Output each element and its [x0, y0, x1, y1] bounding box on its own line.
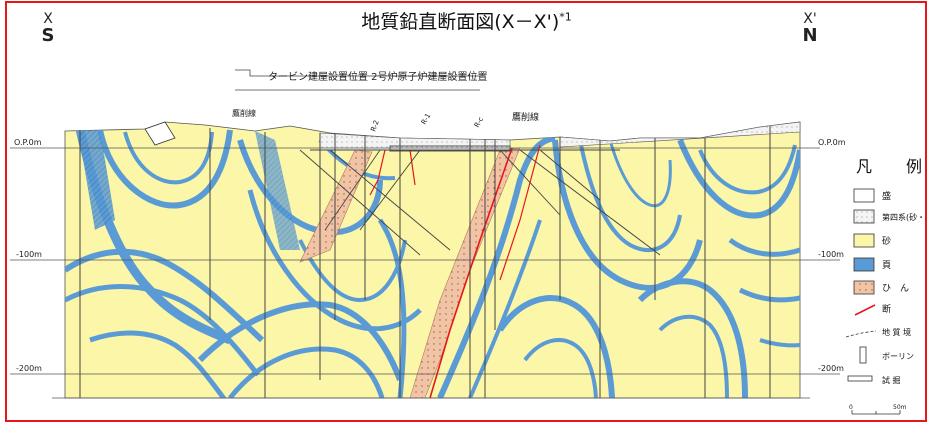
page-title: 地質鉛直断面図(X－X')*1: [361, 10, 572, 33]
boreholes: [79, 126, 771, 398]
legend-swatch-adit: [847, 375, 873, 382]
legend: 凡 例 盛 第四系(砂・ 砂 頁 ひ ん 断 地 質 境 ボーリン 試 掘 0 …: [845, 157, 925, 415]
legend-label-boring: ボーリン: [882, 352, 914, 361]
building-outline: [235, 69, 480, 91]
fault-label-left: 鷹削線: [232, 108, 256, 118]
legend-title-a: 凡: [856, 157, 872, 176]
legend-swatch-shale: [853, 257, 875, 272]
scale-label-50: 50m: [893, 404, 907, 411]
inclined-borings: [299, 145, 661, 256]
hatched-zones: [78, 130, 300, 250]
legend-swatch-boring: [859, 346, 867, 364]
legend-label-adit: 試 掘: [882, 375, 901, 385]
fracture-zones: [299, 147, 521, 398]
legend-swatch-fill: [853, 188, 875, 203]
borehole-label-r1: R-1: [420, 112, 433, 126]
borehole-label-r2: R-2: [369, 119, 380, 133]
borehole-label-rc: R-c: [473, 115, 485, 129]
legend-label-shale: 頁: [882, 260, 891, 271]
legend-label-sand: 砂: [882, 235, 891, 247]
compass-north-direction: N: [802, 25, 818, 46]
frame-border: [5, 1, 927, 422]
legend-swatch-quaternary: [853, 209, 875, 224]
fault-label-right: 鷹削線: [512, 111, 539, 123]
scale-bar: 0 50m: [849, 404, 907, 415]
elev-right-0: O.P.0m: [818, 138, 846, 147]
legend-swatch-fault: [854, 304, 876, 316]
elev-right-100: -100m: [818, 250, 844, 259]
compass-north-marker: X': [803, 11, 817, 27]
legend-swatch-sand: [853, 233, 875, 248]
compass-north: X' N: [790, 12, 830, 46]
legend-swatch-fracture: [853, 280, 875, 295]
legend-swatch-boundary: [845, 330, 877, 338]
legend-label-quaternary: 第四系(砂・: [882, 212, 925, 222]
compass-south-marker: X: [43, 11, 53, 27]
elevation-lines: [10, 147, 840, 399]
legend-label-boundary: 地 質 境: [882, 327, 911, 337]
legend-label-fill: 盛: [882, 190, 891, 202]
elevation-labels: O.P.0m -100m -200m O.P.0m -100m -200m: [14, 138, 846, 373]
building-position-labels: タービン建屋設置位置 2号炉原子炉建屋設置位置: [268, 70, 488, 83]
annotations: タービン建屋設置位置 2号炉原子炉建屋設置位置 鷹削線 鷹削線 R-2 R-1 …: [232, 70, 539, 133]
legend-title-b: 例: [906, 157, 922, 176]
scale-label-0: 0: [849, 404, 853, 411]
legend-label-fracture: ひ ん: [882, 283, 909, 294]
compass-south: X S: [28, 12, 68, 46]
compass-south-direction: S: [41, 25, 55, 46]
legend-label-fault: 断: [882, 303, 891, 315]
elev-left-0: O.P.0m: [14, 138, 42, 147]
elev-left-100: -100m: [16, 250, 42, 259]
elev-right-200: -200m: [818, 364, 844, 373]
elev-left-200: -200m: [16, 364, 42, 373]
